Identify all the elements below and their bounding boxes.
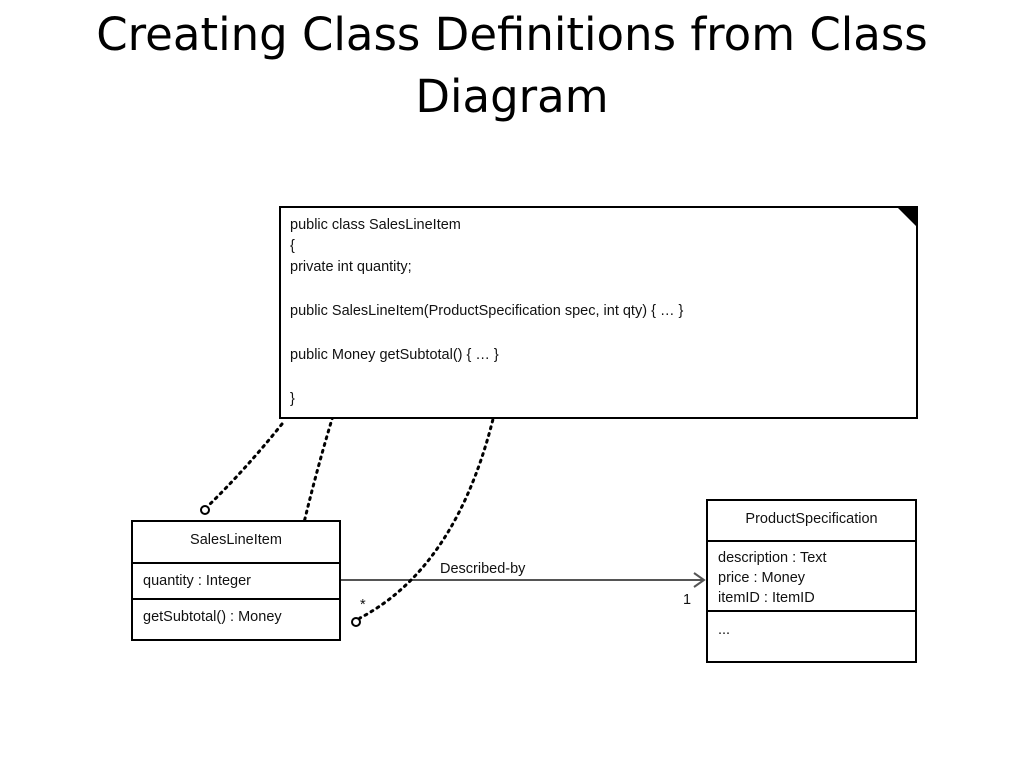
class-attribute: quantity : Integer <box>133 562 339 598</box>
association-label: Described-by <box>440 561 526 577</box>
code-line: } <box>290 391 295 407</box>
class-attribute: itemID : ItemID <box>718 590 815 606</box>
class-attribute: price : Money <box>718 570 806 586</box>
slide-title: Creating Class Definitions from Class Di… <box>40 4 984 128</box>
note-folded-corner <box>896 206 918 228</box>
association-arrowhead <box>693 572 706 588</box>
trace-link-operation <box>358 370 505 620</box>
code-line: { <box>290 238 295 254</box>
class-attribute: description : Text <box>718 550 827 566</box>
code-line: private int quantity; <box>290 259 412 275</box>
class-box-product-specification: ProductSpecification description : Text … <box>706 499 917 663</box>
target-multiplicity: 1 <box>683 592 692 608</box>
trace-link-operation-end <box>351 617 361 627</box>
slide-title-line-1: Creating Class Definitions from Class <box>96 8 928 61</box>
code-note: public class SalesLineItem { private int… <box>279 206 918 419</box>
code-line: public class SalesLineItem <box>290 217 461 233</box>
code-line: public SalesLineItem(ProductSpecificatio… <box>290 303 684 319</box>
code-line: public Money getSubtotal() { … } <box>290 347 499 363</box>
class-operations: ... <box>708 610 915 648</box>
slide-title-line-2: Diagram <box>415 70 609 123</box>
class-name: SalesLineItem <box>190 532 282 548</box>
source-multiplicity: * <box>360 597 366 613</box>
class-name: ProductSpecification <box>745 511 878 527</box>
class-operation: getSubtotal() : Money <box>133 598 339 634</box>
trace-link-class-end <box>200 505 210 515</box>
trace-link-class <box>206 422 284 508</box>
class-attributes: description : Text price : Money itemID … <box>708 540 915 610</box>
class-box-sales-line-item: SalesLineItem quantity : Integer getSubt… <box>131 520 341 641</box>
